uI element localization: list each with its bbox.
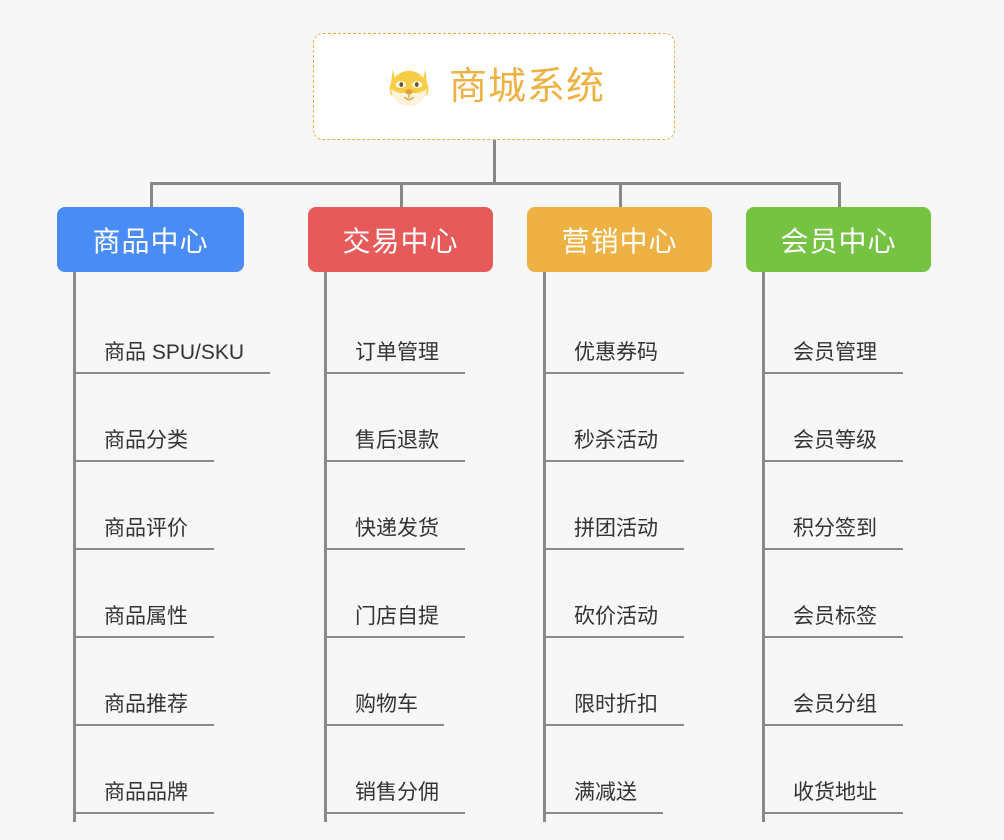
list-item[interactable]: 砍价活动 xyxy=(546,558,757,646)
leaf-label: 销售分佣 xyxy=(327,781,465,814)
dog-face-icon xyxy=(389,68,429,106)
column-member-center: 会员中心 会员管理 会员等级 积分签到 会员标签 会员分组 收货地址 xyxy=(746,207,976,822)
leaf-list-member-center: 会员管理 会员等级 积分签到 会员标签 会员分组 收货地址 xyxy=(762,272,976,822)
connector-horizontal-bus xyxy=(150,182,841,185)
column-product-center: 商品中心 商品 SPU/SKU 商品分类 商品评价 商品属性 商品推荐 商品品牌 xyxy=(57,207,297,822)
leaf-label: 门店自提 xyxy=(327,605,465,638)
leaf-label: 商品 SPU/SKU xyxy=(76,341,271,374)
leaf-label: 会员管理 xyxy=(765,341,903,374)
list-item[interactable]: 满减送 xyxy=(546,734,757,822)
leaf-label: 收货地址 xyxy=(765,781,903,814)
list-item[interactable]: 会员管理 xyxy=(765,294,976,382)
list-item[interactable]: 商品品牌 xyxy=(76,734,297,822)
root-node-shop-system[interactable]: 商城系统 xyxy=(313,33,675,140)
list-item[interactable]: 商品推荐 xyxy=(76,646,297,734)
leaf-label: 购物车 xyxy=(327,693,444,726)
list-item[interactable]: 快递发货 xyxy=(327,470,538,558)
connector-drop-3 xyxy=(619,182,622,208)
root-title: 商城系统 xyxy=(448,65,605,108)
leaf-label: 商品评价 xyxy=(76,517,214,550)
list-item[interactable]: 商品属性 xyxy=(76,558,297,646)
leaf-label: 售后退款 xyxy=(327,429,465,462)
leaf-label: 积分签到 xyxy=(765,517,903,550)
category-header-product-center[interactable]: 商品中心 xyxy=(57,207,244,272)
connector-drop-2 xyxy=(400,182,403,208)
leaf-label: 拼团活动 xyxy=(546,517,684,550)
list-item[interactable]: 收货地址 xyxy=(765,734,976,822)
list-item[interactable]: 销售分佣 xyxy=(327,734,538,822)
list-item[interactable]: 限时折扣 xyxy=(546,646,757,734)
leaf-label: 商品推荐 xyxy=(76,693,214,726)
leaf-label: 优惠券码 xyxy=(546,341,684,374)
leaf-list-marketing-center: 优惠券码 秒杀活动 拼团活动 砍价活动 限时折扣 满减送 xyxy=(543,272,757,822)
list-item[interactable]: 购物车 xyxy=(327,646,538,734)
category-header-marketing-center[interactable]: 营销中心 xyxy=(527,207,712,272)
list-item[interactable]: 拼团活动 xyxy=(546,470,757,558)
list-item[interactable]: 秒杀活动 xyxy=(546,382,757,470)
leaf-list-trade-center: 订单管理 售后退款 快递发货 门店自提 购物车 销售分佣 xyxy=(324,272,538,822)
list-item[interactable]: 会员分组 xyxy=(765,646,976,734)
leaf-label: 快递发货 xyxy=(327,517,465,550)
list-item[interactable]: 售后退款 xyxy=(327,382,538,470)
list-item[interactable]: 订单管理 xyxy=(327,294,538,382)
column-marketing-center: 营销中心 优惠券码 秒杀活动 拼团活动 砍价活动 限时折扣 满减送 xyxy=(527,207,757,822)
category-header-member-center[interactable]: 会员中心 xyxy=(746,207,931,272)
list-item[interactable]: 商品 SPU/SKU xyxy=(76,294,297,382)
leaf-label: 限时折扣 xyxy=(546,693,684,726)
list-item[interactable]: 商品评价 xyxy=(76,470,297,558)
leaf-label: 商品品牌 xyxy=(76,781,214,814)
list-item[interactable]: 门店自提 xyxy=(327,558,538,646)
leaf-label: 商品属性 xyxy=(76,605,214,638)
list-item[interactable]: 会员等级 xyxy=(765,382,976,470)
list-item[interactable]: 商品分类 xyxy=(76,382,297,470)
leaf-list-product-center: 商品 SPU/SKU 商品分类 商品评价 商品属性 商品推荐 商品品牌 xyxy=(73,272,297,822)
leaf-label: 会员等级 xyxy=(765,429,903,462)
connector-drop-1 xyxy=(150,182,153,208)
category-header-trade-center[interactable]: 交易中心 xyxy=(308,207,493,272)
list-item[interactable]: 优惠券码 xyxy=(546,294,757,382)
leaf-label: 订单管理 xyxy=(327,341,465,374)
connector-root-vertical xyxy=(493,140,496,184)
connector-drop-4 xyxy=(838,182,841,208)
leaf-label: 会员分组 xyxy=(765,693,903,726)
list-item[interactable]: 积分签到 xyxy=(765,470,976,558)
leaf-label: 秒杀活动 xyxy=(546,429,684,462)
column-trade-center: 交易中心 订单管理 售后退款 快递发货 门店自提 购物车 销售分佣 xyxy=(308,207,538,822)
leaf-label: 商品分类 xyxy=(76,429,214,462)
leaf-label: 满减送 xyxy=(546,781,663,814)
list-item[interactable]: 会员标签 xyxy=(765,558,976,646)
leaf-label: 会员标签 xyxy=(765,605,903,638)
leaf-label: 砍价活动 xyxy=(546,605,684,638)
